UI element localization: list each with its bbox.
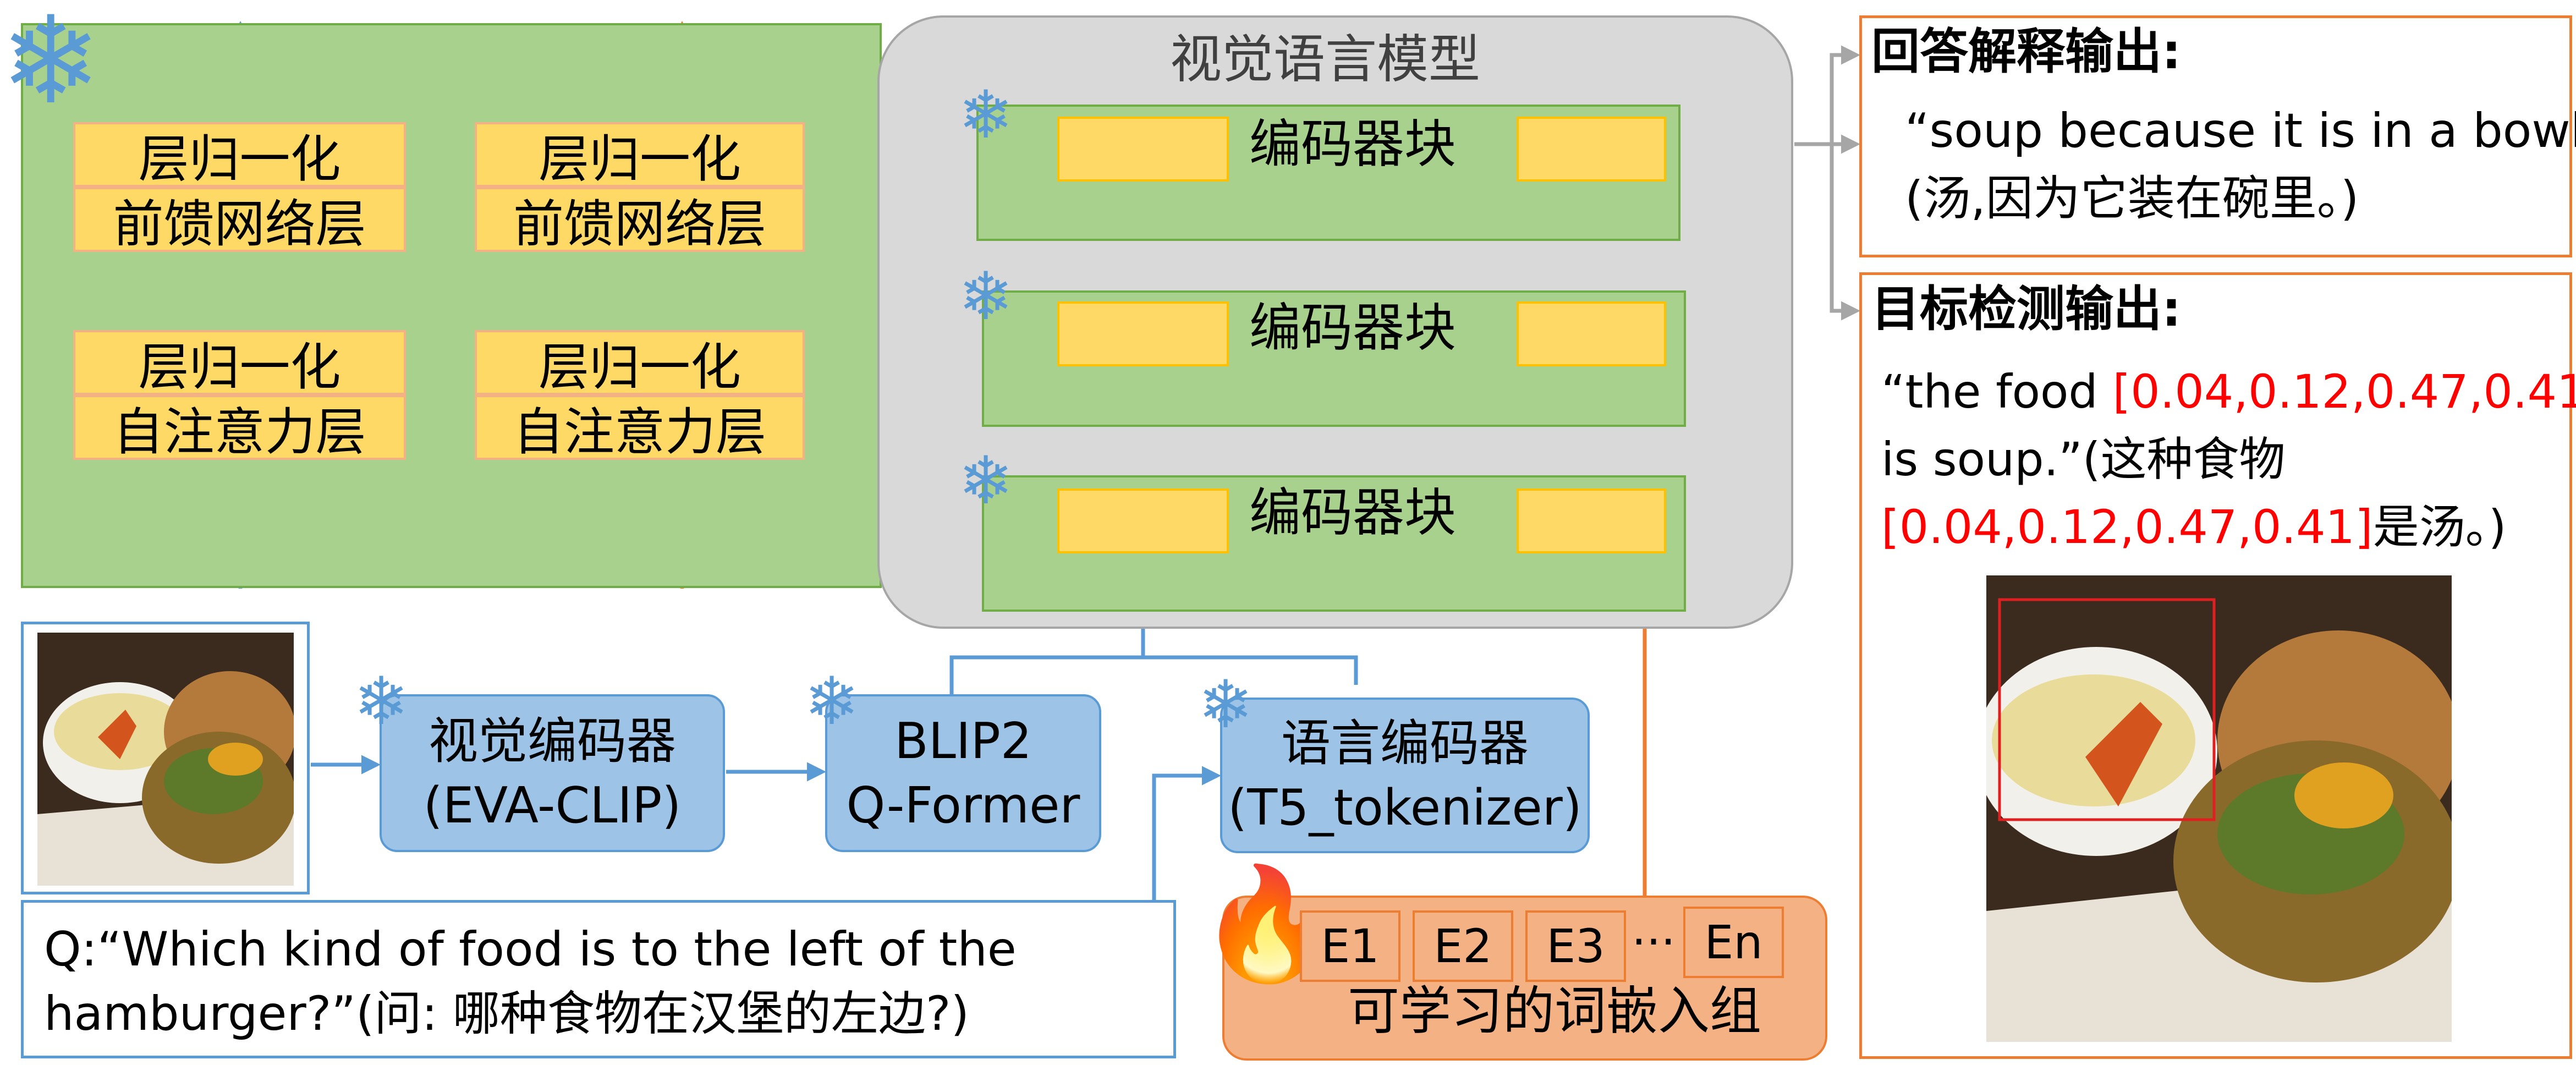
visual-encoder-name: 视觉编码器	[429, 712, 676, 770]
answer-line-1: “soup because it is in a bowl.”	[1905, 103, 2576, 158]
encoder-block-label: 编码器块	[1249, 298, 1457, 358]
embedding-ellipsis: ···	[1632, 915, 1676, 969]
encoder-detail-panel	[21, 23, 882, 588]
detection-text: 是汤。)	[2372, 500, 2507, 554]
feed-forward-box: 前馈网络层	[73, 187, 406, 254]
snowflake-icon: ❄	[1198, 667, 1254, 743]
merge-line	[949, 655, 1358, 694]
output-arrow	[1830, 45, 1860, 144]
detection-line-1: “the food [0.04,0.12,0.47,0.41]	[1881, 369, 2576, 415]
embedding-token: E3	[1525, 910, 1626, 982]
snowflake-icon: ❄	[958, 259, 1014, 335]
encoder-slot-left	[1057, 301, 1229, 366]
encoder-slot-left	[1057, 488, 1229, 553]
bbox-coordinates: [0.04,0.12,0.47,0.41]	[1881, 500, 2373, 554]
food-photo	[37, 633, 294, 886]
qformer-module: BLIP2 Q-Former	[825, 694, 1101, 852]
detection-text: “the food	[1881, 365, 2113, 419]
self-attention-box: 自注意力层	[475, 395, 805, 462]
language-encoder-name: 语言编码器	[1281, 714, 1529, 772]
snowflake-icon: ❄	[958, 77, 1014, 153]
encoder-slot-right	[1517, 488, 1666, 553]
snowflake-icon: ❄	[958, 443, 1014, 519]
question-line-1: Q:“Which kind of food is to the left of …	[44, 922, 1017, 977]
vlm-title: 视觉语言模型	[1170, 30, 1481, 90]
snowflake-icon: ❄	[354, 663, 409, 740]
detection-bbox	[1998, 598, 2216, 821]
embedding-token: E2	[1413, 910, 1513, 982]
feed-forward-box: 前馈网络层	[475, 187, 805, 254]
question-line-2: hamburger?”(问: 哪种食物在汉堡的左边?)	[44, 986, 970, 1041]
answer-line-2: (汤,因为它装在碗里。)	[1905, 171, 2359, 226]
language-encoder-model: (T5_tokenizer)	[1228, 778, 1582, 837]
detection-line-3: [0.04,0.12,0.47,0.41]是汤。)	[1881, 504, 2507, 550]
snowflake-icon: ❄	[804, 663, 860, 740]
encoder-block-label: 编码器块	[1249, 483, 1457, 543]
visual-encoder-model: (EVA-CLIP)	[423, 776, 682, 835]
bbox-coordinates: [0.04,0.12,0.47,0.41]	[2112, 365, 2576, 419]
qformer-model: Q-Former	[846, 776, 1080, 835]
encoder-slot-right	[1517, 117, 1666, 182]
encoder-slot-right	[1517, 301, 1666, 366]
detection-line-2: is soup.”(这种食物	[1881, 432, 2286, 486]
answer-output-panel	[1859, 15, 2572, 257]
snowflake-icon: ❄	[0, 0, 102, 131]
layer-norm-box: 层归一化	[73, 122, 406, 189]
self-attention-box: 自注意力层	[73, 395, 406, 462]
embedding-token: E1	[1300, 910, 1400, 982]
qformer-name: BLIP2	[894, 712, 1032, 770]
detection-photo	[1986, 575, 2452, 1042]
visual-encoder-module: 视觉编码器 (EVA-CLIP)	[380, 694, 725, 852]
embeddings-label: 可学习的词嵌入组	[1348, 981, 1762, 1041]
layer-norm-box: 层归一化	[475, 330, 805, 397]
embedding-token: En	[1683, 907, 1784, 978]
layer-norm-box: 层归一化	[73, 330, 406, 397]
answer-output-title: 回答解释输出:	[1871, 23, 2182, 80]
layer-norm-box: 层归一化	[475, 122, 805, 189]
encoder-block-label: 编码器块	[1249, 114, 1457, 174]
output-arrow	[1830, 144, 1860, 321]
detection-output-title: 目标检测输出:	[1871, 281, 2182, 337]
question-box	[21, 900, 1176, 1058]
encoder-slot-left	[1057, 117, 1229, 182]
language-encoder-module: 语言编码器 (T5_tokenizer)	[1220, 698, 1590, 853]
